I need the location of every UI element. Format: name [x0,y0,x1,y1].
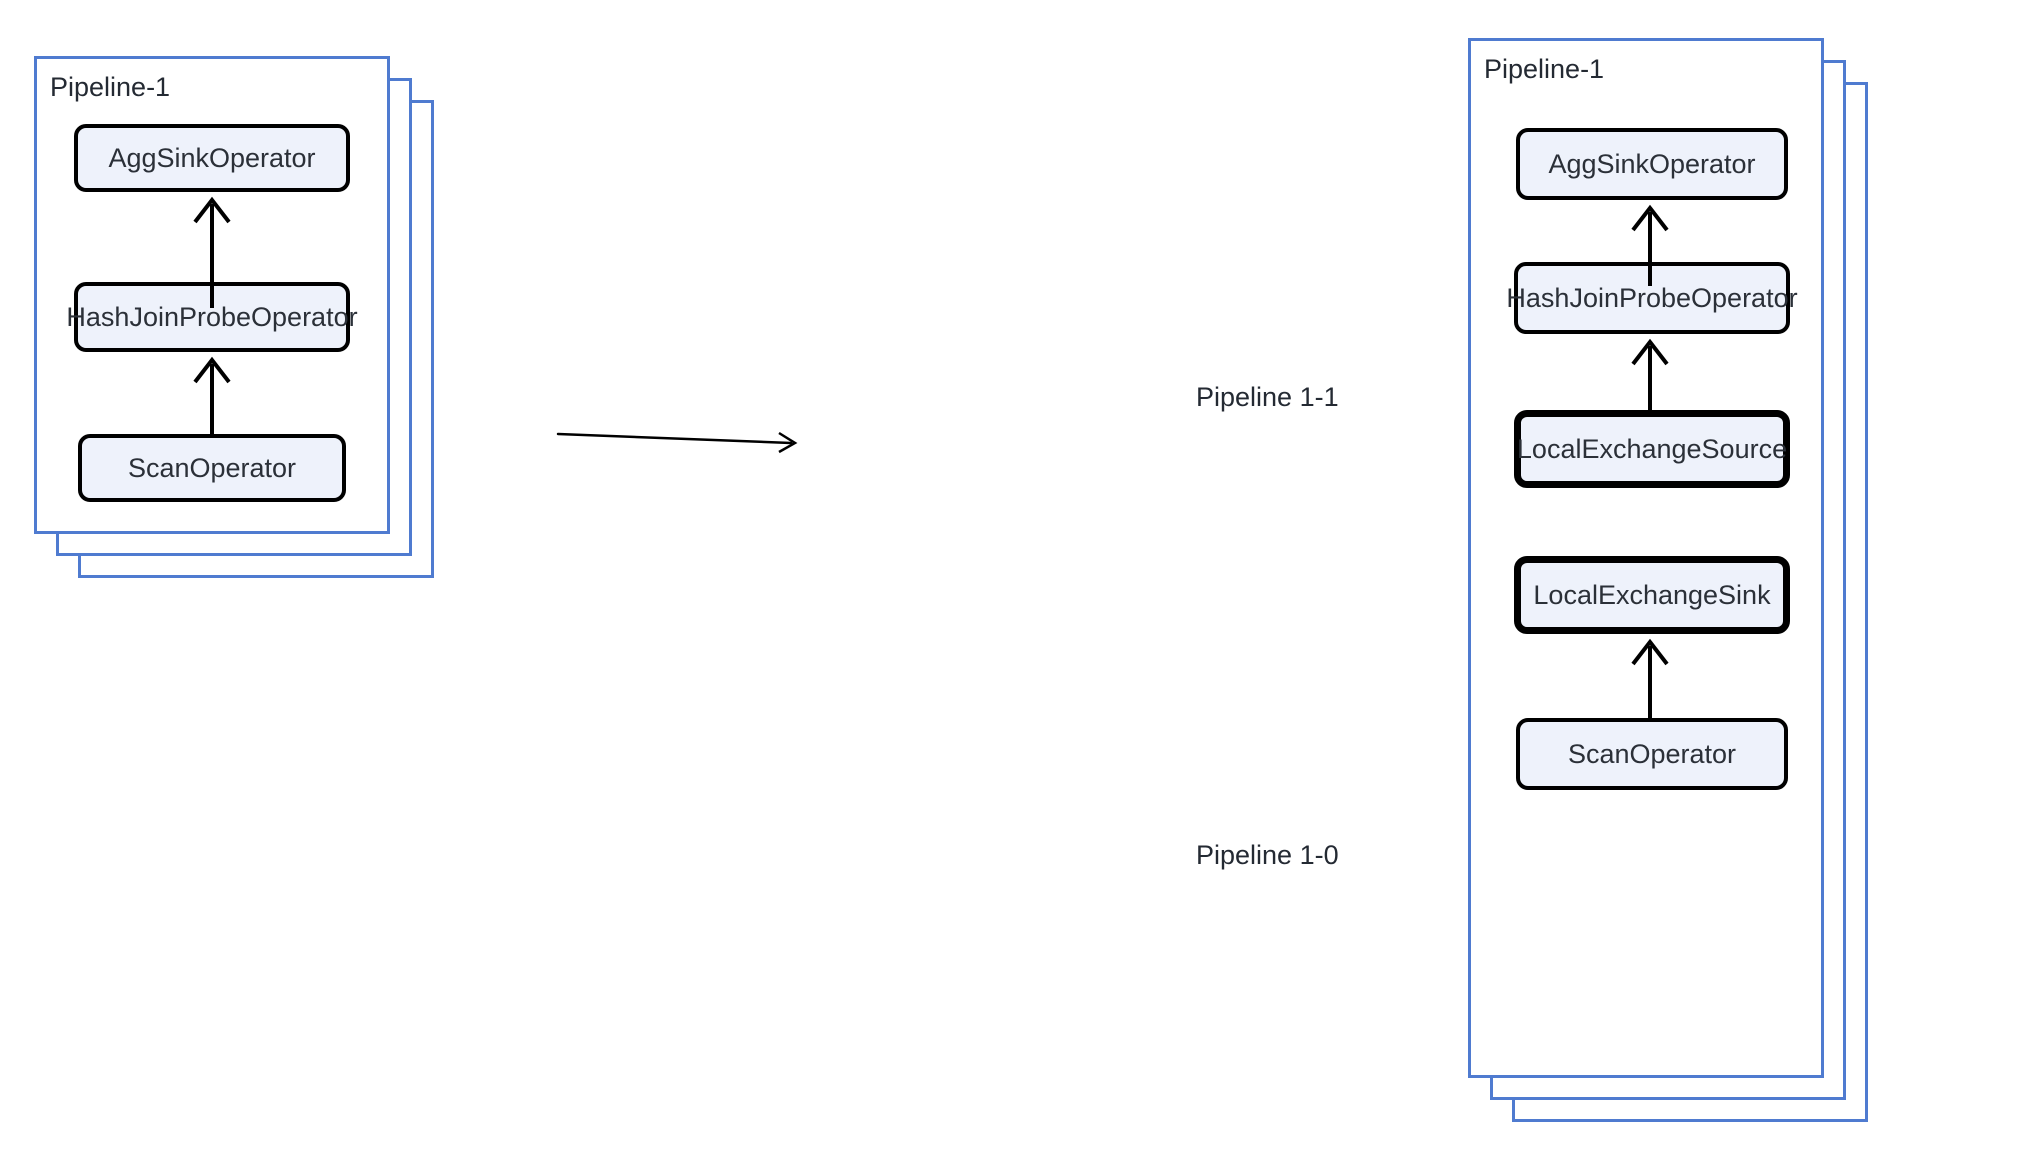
left-edge-hashjoin-to-aggsink [193,196,231,308]
right-node-local-exchange-source[interactable]: LocalExchangeSource [1514,410,1790,488]
right-group-title: Pipeline-1 [1484,54,1605,84]
right-group-sublabel-pipeline-1-1: Pipeline 1-1 [1196,382,1339,412]
left-node-hash-join-probe-operator[interactable]: HashJoinProbeOperator [66,282,358,352]
left-group-title: Pipeline-1 [50,72,171,102]
left-node-agg-sink-operator[interactable]: AggSinkOperator [74,124,350,192]
right-node-scan-operator[interactable]: ScanOperator [1516,718,1788,790]
right-edge-localexchangesource-to-hashjoin [1631,338,1669,412]
right-node-agg-sink-operator[interactable]: AggSinkOperator [1516,128,1788,200]
left-node-scan-operator[interactable]: ScanOperator [78,434,346,502]
right-group-sublabel-pipeline-1-0: Pipeline 1-0 [1196,840,1339,870]
transform-arrow [556,431,798,454]
right-pipeline-group: Pipeline-1 AggSinkOperator HashJoinProbe… [1468,38,1868,1122]
left-pipeline-group: Pipeline-1 AggSinkOperator HashJoinProbe… [34,56,434,578]
left-edge-scan-to-hashjoin [193,356,231,436]
right-edge-scan-to-localexchangesink [1631,638,1669,718]
right-edge-hashjoin-to-aggsink [1631,204,1669,286]
right-node-local-exchange-sink[interactable]: LocalExchangeSink [1514,556,1790,634]
